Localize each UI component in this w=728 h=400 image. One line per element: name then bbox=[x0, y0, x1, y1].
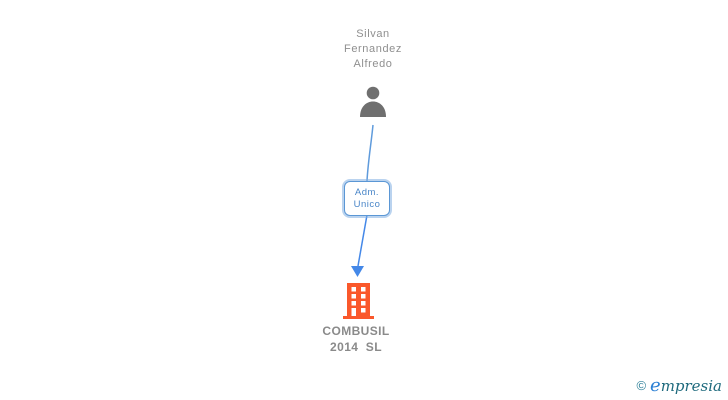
edge-line-person-to-label bbox=[366, 124, 374, 182]
copyright-icon: © bbox=[636, 378, 647, 393]
company-node-label[interactable]: COMBUSIL 2014 SL bbox=[322, 324, 390, 354]
person-node-label[interactable]: Silvan Fernandez Alfredo bbox=[344, 28, 402, 70]
arrowhead-icon bbox=[351, 266, 364, 277]
relation-label: Adm. Unico bbox=[353, 186, 381, 210]
building-icon[interactable] bbox=[343, 283, 374, 319]
brand-initial: e bbox=[650, 375, 661, 396]
brand-wordmark: empresia bbox=[650, 375, 722, 396]
brand-rest: mpresia bbox=[660, 377, 722, 395]
edge-line-label-to-company bbox=[357, 214, 368, 267]
person-icon[interactable] bbox=[358, 86, 388, 118]
relation-box[interactable]: Adm. Unico bbox=[344, 181, 390, 216]
empresia-logo: © empresia bbox=[636, 375, 722, 396]
